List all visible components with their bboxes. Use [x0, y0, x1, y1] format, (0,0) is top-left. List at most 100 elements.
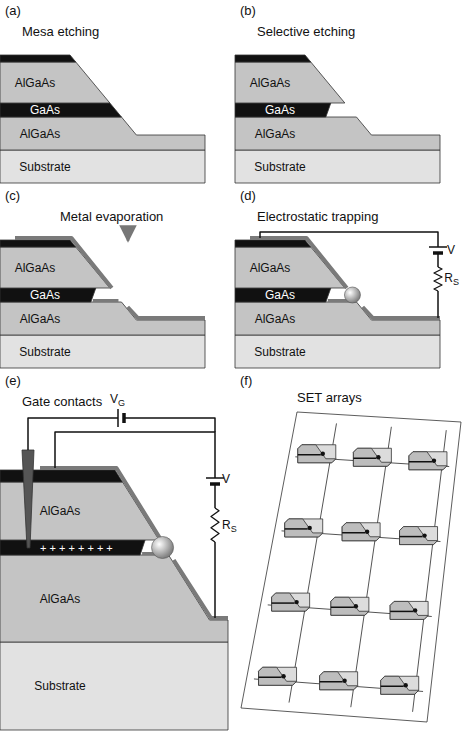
algaas-layer	[0, 302, 205, 335]
array-wire	[413, 430, 447, 712]
battery-plate	[117, 409, 119, 427]
nanoparticle	[152, 537, 174, 559]
layer-name: AlGaAs	[255, 127, 296, 141]
layer-name: Substrate	[19, 160, 70, 174]
set-layer	[342, 532, 365, 534]
gaas-layer	[235, 103, 331, 117]
substrate-layer	[0, 150, 205, 183]
set-device	[390, 601, 428, 619]
set-layer	[353, 458, 376, 460]
metal-film	[363, 307, 440, 318]
algaas-layer	[235, 62, 345, 103]
step-title: Metal evaporation	[60, 209, 163, 224]
circuit-symbol-label: V	[222, 472, 230, 486]
algaas-layer	[235, 302, 440, 335]
set-device	[409, 452, 447, 470]
substrate-layer	[0, 335, 205, 368]
set-device	[342, 523, 380, 541]
set-device	[272, 593, 310, 611]
set-device	[342, 523, 380, 541]
layer-name: AlGaAs	[250, 76, 291, 90]
panel-letter: (d)	[240, 188, 256, 203]
set-device	[259, 667, 297, 685]
gaas-layer	[0, 103, 121, 117]
set-device	[331, 597, 369, 615]
wire	[437, 291, 439, 318]
layer-name: Substrate	[254, 160, 305, 174]
layer-name: GaAs	[265, 103, 295, 117]
wire	[214, 542, 216, 618]
wire	[28, 418, 118, 450]
substrate-layer	[0, 642, 228, 730]
algaas-layer	[0, 555, 228, 642]
layer-name: Substrate	[254, 345, 305, 359]
layer-name: AlGaAs	[20, 127, 61, 141]
mesa-cross-section	[235, 238, 440, 368]
layer-name: GaAs	[265, 288, 295, 302]
gaas-layer	[0, 288, 96, 302]
set-layer	[320, 681, 343, 683]
set-device	[298, 445, 336, 463]
set-layer	[298, 454, 321, 456]
set-device	[353, 448, 391, 466]
metal-film	[40, 468, 161, 540]
set-device	[390, 601, 428, 619]
metal-film	[93, 299, 119, 302]
metal-film	[174, 560, 228, 618]
battery-plate	[429, 246, 447, 248]
panel-letter: (a)	[5, 3, 21, 18]
panel-letter: (b)	[240, 3, 256, 18]
set-device	[298, 445, 336, 463]
layer-name: GaAs	[30, 103, 60, 117]
metal-film	[250, 238, 347, 288]
set-device	[400, 527, 438, 545]
set-layer	[409, 461, 432, 463]
set-island	[321, 452, 325, 456]
set-device	[400, 527, 438, 545]
layer-name: AlGaAs	[15, 261, 56, 275]
metal-film	[15, 238, 112, 288]
gaas-layer	[235, 288, 331, 302]
set-island	[354, 604, 358, 608]
evaporation-arrow	[127, 227, 130, 241]
layer-name: AlGaAs	[250, 261, 291, 275]
step-title: Selective etching	[257, 24, 355, 39]
circuit-symbol-label: RS	[444, 271, 459, 285]
cap-layer	[235, 55, 311, 62]
cap-layer	[0, 240, 76, 247]
set-layer	[285, 528, 308, 530]
layer-name: AlGaAs	[255, 312, 296, 326]
mesa-cross-section	[0, 238, 205, 368]
set-island	[308, 526, 312, 530]
set-layer	[331, 607, 354, 609]
wire	[214, 484, 216, 508]
mesa-cross-section	[0, 468, 228, 730]
charge-signs: + + + + + + + +	[40, 541, 113, 555]
set-device	[285, 519, 323, 537]
set-layer	[381, 686, 404, 688]
circuit-symbol-label: VG	[110, 392, 125, 406]
layer-name: AlGaAs	[20, 312, 61, 326]
set-layer	[390, 611, 413, 613]
set-island	[432, 459, 436, 463]
set-layer	[400, 536, 423, 538]
cap-layer	[0, 470, 123, 482]
set-island	[413, 608, 417, 612]
set-device	[409, 452, 447, 470]
mesa-cross-section	[235, 55, 440, 183]
battery-plate	[206, 477, 224, 479]
panel-letter: (e)	[5, 373, 21, 388]
wire	[124, 418, 215, 432]
mesa-cross-section	[0, 55, 205, 183]
algaas-layer	[0, 62, 110, 103]
set-island	[294, 600, 298, 604]
panel-letter: (f)	[240, 373, 252, 388]
set-island	[376, 455, 380, 459]
layer-name: Substrate	[19, 345, 70, 359]
wire	[437, 253, 439, 267]
metal-film	[128, 307, 205, 318]
wire	[260, 232, 438, 247]
panel-letter: (c)	[5, 188, 20, 203]
wire	[55, 432, 215, 478]
